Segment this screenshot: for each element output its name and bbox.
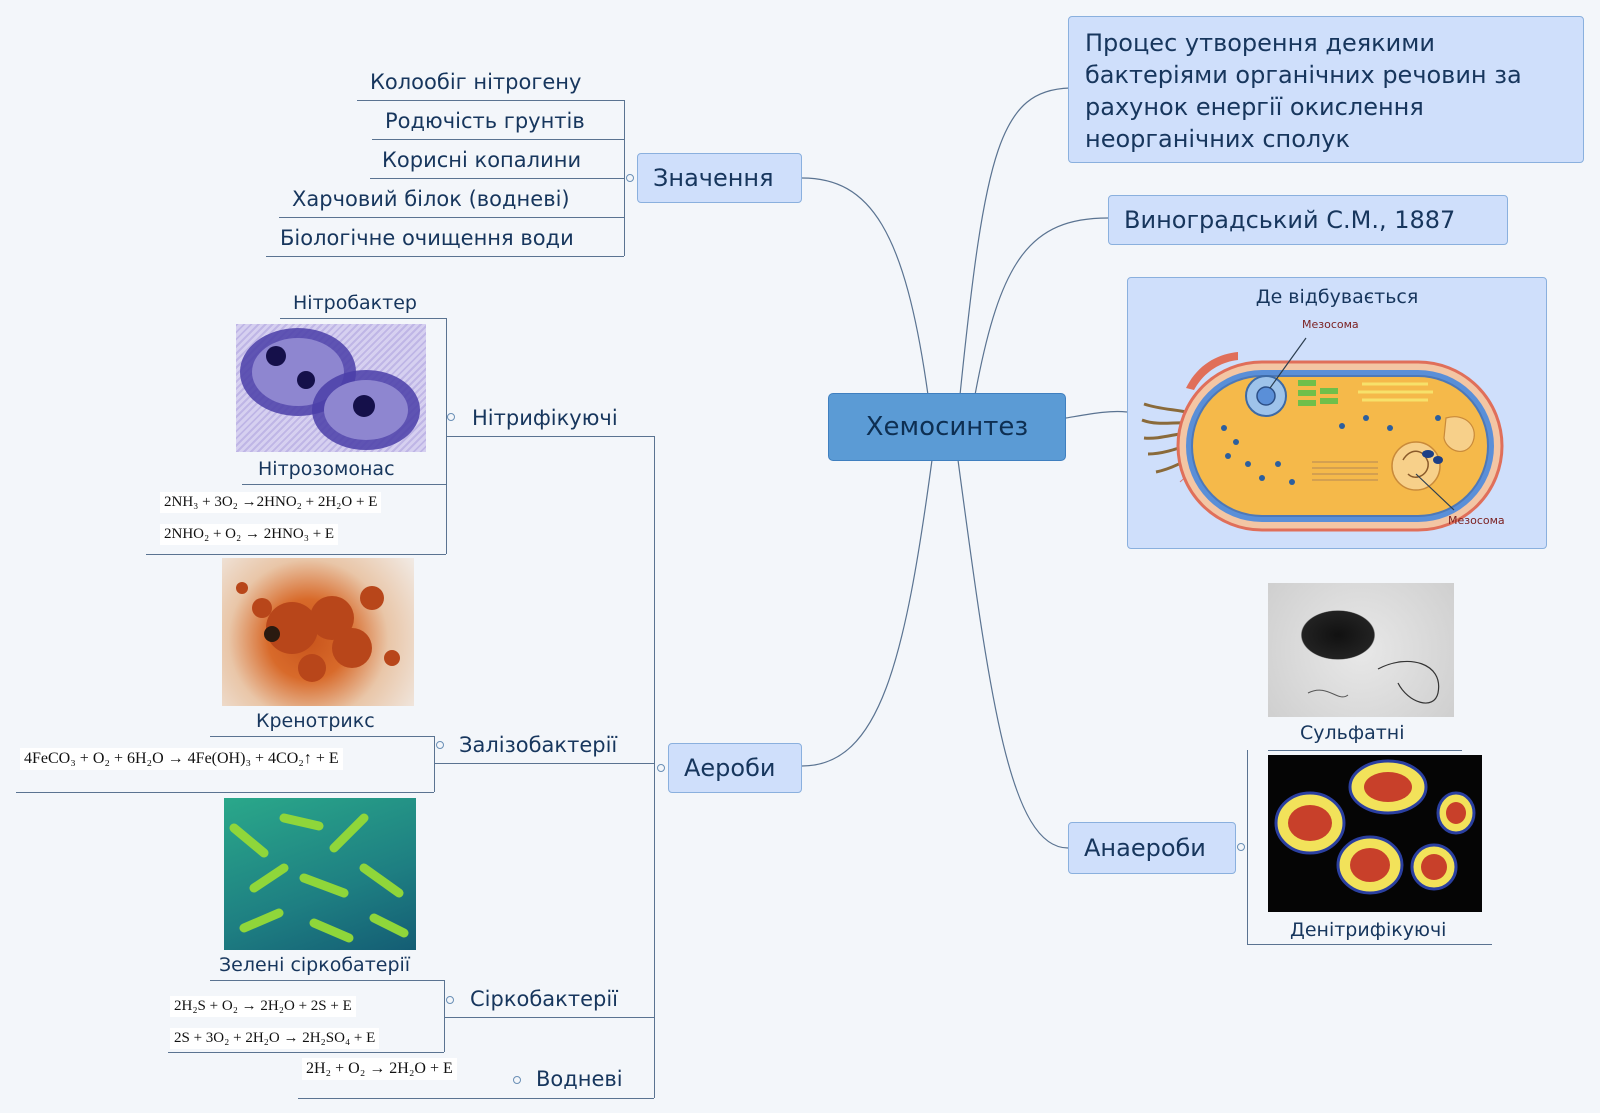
denitrifying-cells [1274, 759, 1476, 895]
bacterial-cell-diagram: Мезосома Мезосома [1141, 318, 1505, 532]
sulfur-formula-2: 2S + 3O₂ + 2H₂O → 2H₂SO₄ + E [170, 1028, 380, 1049]
aerobes-node[interactable]: Аероби [668, 743, 802, 793]
iron-formula: 4FeCO₃ + O₂ + 6H₂O → 4Fe(OH)₃ + 4CO₂↑ + … [20, 748, 343, 770]
significance-label: Значення [653, 164, 774, 192]
crenothrix-photo [222, 558, 414, 706]
anaerobes-node[interactable]: Анаероби [1068, 822, 1236, 874]
sulfate-bacteria-flagella [1307, 660, 1440, 704]
nitrification-formula-1: 2NH₃ + 3O₂ →2HNO₂ + 2H₂O + E [160, 492, 382, 513]
anaerobes-collapse-toggle[interactable] [1237, 843, 1245, 851]
link-location [1065, 410, 1128, 419]
aerobes-collapse-toggle[interactable] [657, 764, 665, 772]
denitrifying-label: Денітрифікуючі [1290, 919, 1447, 941]
green-sulfur-label: Зелені сіркобатерії [219, 954, 411, 976]
significance-item: Біологічне очищення води [280, 226, 574, 250]
sulfur-bacteria-label: Сіркобактерії [470, 987, 619, 1011]
central-topic-label: Хемосинтез [865, 412, 1029, 442]
anaerobes-label: Анаероби [1084, 834, 1206, 862]
location-title: Де відбувається [1255, 286, 1419, 308]
aerobes-label: Аероби [684, 754, 776, 782]
nitrification-formula-2: 2NHO₂ + O₂ → 2HNO₃ + E [160, 524, 339, 545]
central-topic[interactable]: Хемосинтез [828, 393, 1066, 461]
mesosome-label-bottom: Мезосома [1448, 514, 1505, 527]
nitrobacter-cells [240, 328, 420, 450]
nitrobacter-photo [236, 324, 426, 452]
iron-bacteria-label: Залізобактерії [459, 733, 618, 757]
link-author [974, 217, 1109, 396]
hydrogen-formula: 2H₂ + O₂ → 2H₂O + E [302, 1058, 457, 1080]
sulfur-collapse-toggle[interactable] [446, 996, 454, 1004]
hydrogen-bacteria-label: Водневі [536, 1067, 623, 1091]
link-aerobes [801, 459, 933, 767]
author-text: Виноградський С.М., 1887 [1124, 206, 1456, 234]
denitrifying-bacteria-photo [1268, 755, 1482, 912]
significance-item: Корисні копалини [382, 148, 582, 172]
iron-collapse-toggle[interactable] [436, 741, 444, 749]
significance-item: Харчовий білок (водневі) [292, 187, 570, 211]
nitrobacter-label: Нітробактер [293, 292, 417, 314]
significance-item: Колообіг нітрогену [370, 70, 582, 94]
crenothrix-label: Кренотрикс [256, 710, 375, 732]
nitrifying-collapse-toggle[interactable] [447, 413, 455, 421]
link-definition [959, 87, 1071, 396]
sulfur-formula-1: 2H₂S + O₂ → 2H₂O + 2S + E [170, 996, 356, 1017]
mesosome-label-top: Мезосома [1302, 318, 1359, 331]
sulfate-label: Сульфатні [1300, 722, 1405, 744]
significance-collapse-toggle[interactable] [626, 174, 634, 182]
significance-node[interactable]: Значення [637, 153, 802, 203]
definition-node[interactable]: Процес утворення деякими бактеріями орга… [1068, 16, 1584, 163]
location-node[interactable]: Де відбувається [1127, 277, 1547, 549]
definition-text: Процес утворення деякими бактеріями орга… [1085, 29, 1522, 153]
crenothrix-clusters [236, 582, 400, 682]
hydrogen-collapse-toggle[interactable] [513, 1076, 521, 1084]
nitrifying-label: Нітрифікуючі [472, 406, 618, 430]
link-significance [801, 177, 929, 396]
green-sulfur-rods [229, 813, 409, 943]
sulfate-bacteria-photo [1268, 583, 1454, 717]
author-node[interactable]: Виноградський С.М., 1887 [1108, 195, 1508, 245]
nitrosomonas-label: Нітрозомонас [258, 458, 395, 480]
link-anaerobes [957, 459, 1069, 849]
significance-item: Родючість грунтів [385, 109, 585, 133]
green-sulfur-bacteria-photo [224, 798, 416, 950]
